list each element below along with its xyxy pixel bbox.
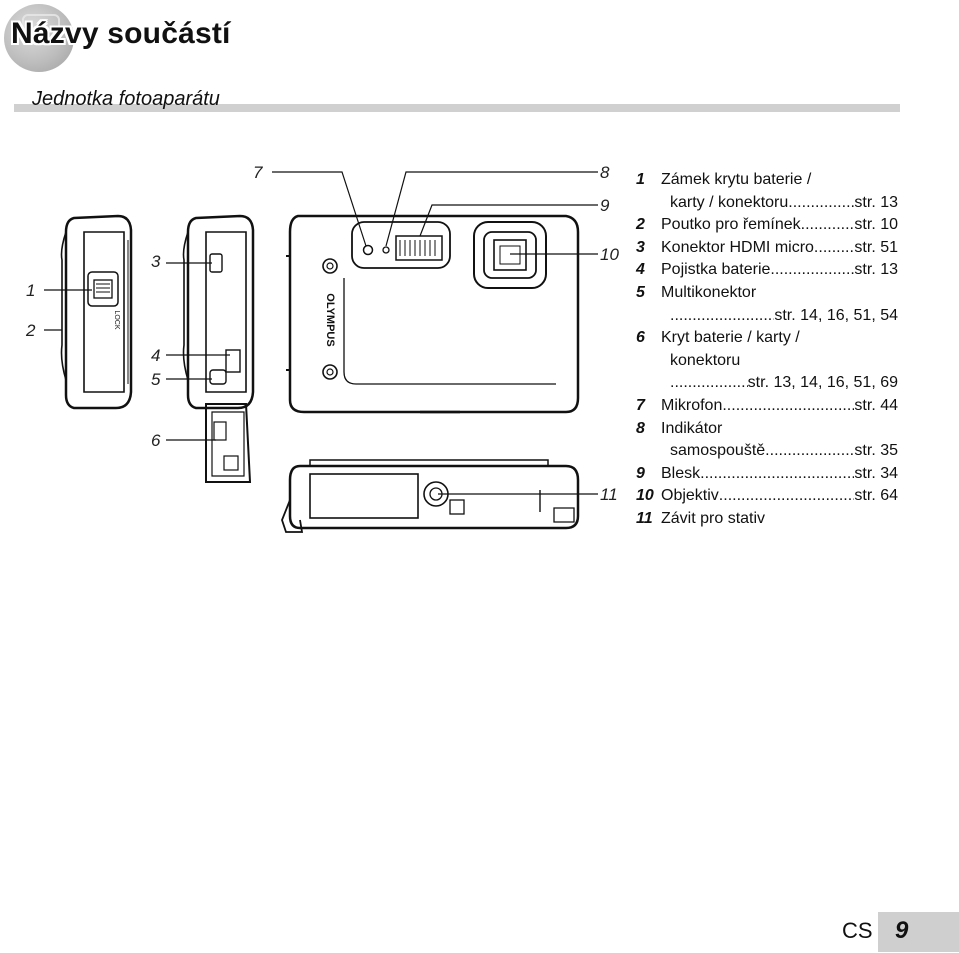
page-title: Názvy součástí bbox=[11, 17, 231, 50]
camera-front bbox=[286, 214, 580, 414]
brand-logo: OLYMPUS bbox=[324, 293, 336, 346]
callout-9: 9 bbox=[600, 196, 610, 215]
page-number: 9 bbox=[895, 917, 909, 944]
callout-8: 8 bbox=[600, 163, 610, 182]
callout-3: 3 bbox=[151, 252, 161, 271]
camera-side-closed bbox=[60, 214, 133, 410]
section-divider bbox=[14, 104, 900, 112]
footer-page-box bbox=[878, 912, 959, 952]
callout-11: 11 bbox=[600, 485, 618, 504]
section-title: Jednotka fotoaparátu bbox=[32, 88, 220, 110]
callout-2: 2 bbox=[25, 321, 36, 340]
callout-7: 7 bbox=[253, 163, 263, 182]
callout-1: 1 bbox=[26, 281, 35, 300]
callout-10: 10 bbox=[600, 245, 619, 264]
camera-side-open bbox=[182, 214, 255, 483]
lock-label: LOCK bbox=[113, 310, 120, 329]
callout-4: 4 bbox=[151, 346, 160, 365]
list-item: 9Bleskstr. 34 bbox=[636, 463, 898, 486]
list-item: 10Objektivstr. 64 bbox=[636, 485, 898, 508]
camera-bottom bbox=[281, 459, 580, 533]
callout-5: 5 bbox=[151, 370, 161, 389]
title-badge-icon bbox=[4, 4, 74, 72]
footer-language: CS bbox=[842, 918, 873, 943]
callout-6: 6 bbox=[151, 431, 161, 450]
list-item: 7Mikrofonstr. 44 bbox=[636, 395, 898, 418]
